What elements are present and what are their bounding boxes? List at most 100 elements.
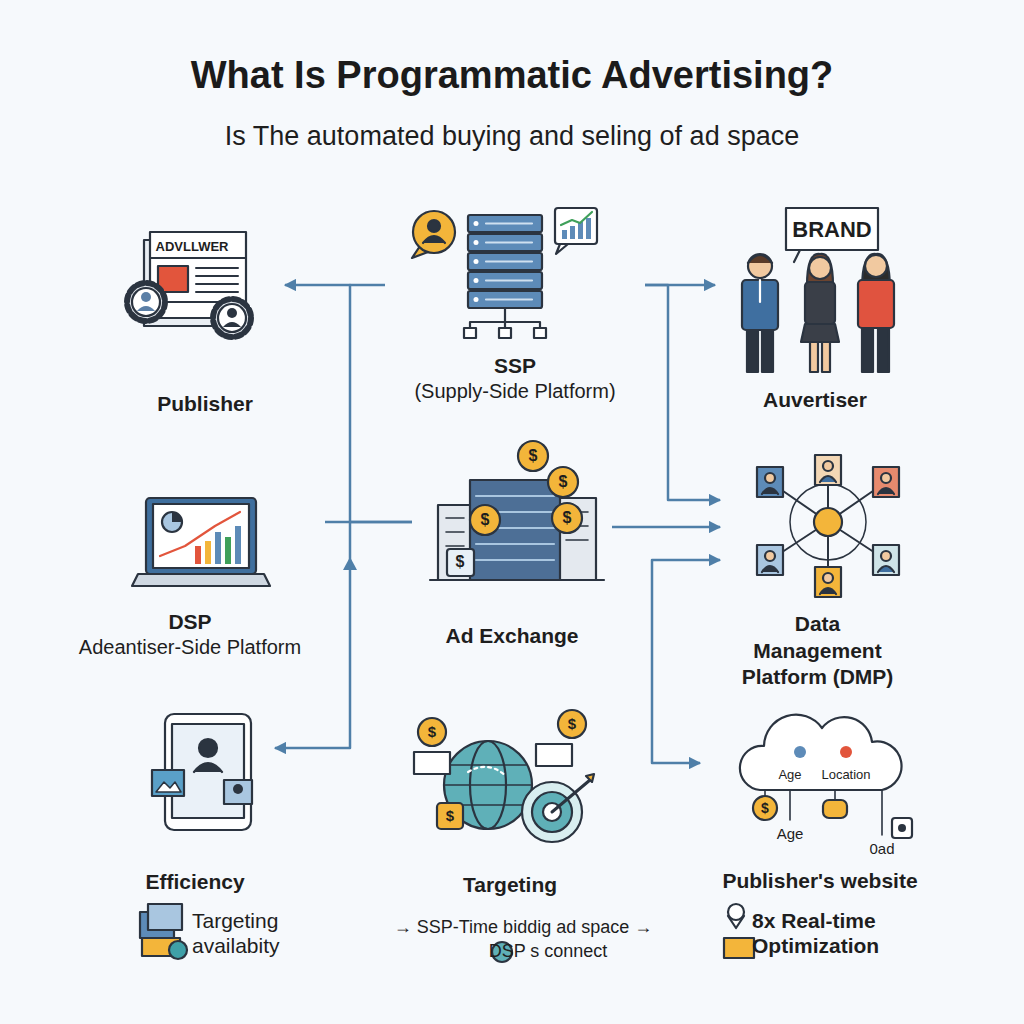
server-icon (474, 221, 479, 226)
server-icon (486, 224, 532, 300)
laptop-icon (153, 504, 249, 568)
server-icon (570, 226, 575, 239)
tablet-icon (224, 780, 252, 804)
newspaper-icon (141, 292, 151, 302)
globe-target-icon (437, 803, 463, 829)
node-label: Publisher's website (722, 868, 917, 894)
coin-symbol: $ (761, 800, 769, 817)
illustration (127, 208, 912, 962)
flow-arrow (275, 522, 412, 748)
flow-note: DSP s connect (489, 941, 608, 963)
laptop-icon (160, 512, 240, 556)
network-hub-icon (757, 455, 899, 597)
exchange-icon (430, 441, 604, 580)
laptop-icon (195, 546, 201, 564)
server-icon (578, 222, 583, 239)
newspaper-icon (227, 308, 237, 318)
network-hub-icon (878, 566, 894, 572)
icon-text: Age (777, 825, 804, 843)
server-icon (464, 328, 476, 338)
flow-note: → SSP-Time biddig ad space → (394, 917, 652, 939)
exchange-icon (518, 441, 548, 471)
masthead-text: ADVLLWER (156, 239, 229, 255)
cloud-text: Age (778, 767, 801, 783)
server-icon (561, 212, 592, 225)
laptop-icon (215, 532, 221, 564)
newspaper-icon (218, 304, 246, 332)
flow-arrow (285, 284, 385, 287)
network-hub-icon (881, 473, 891, 483)
globe-target-icon (444, 765, 532, 805)
network-hub-icon (770, 470, 886, 582)
node-label: Data Management Platform (DMP) (735, 611, 900, 690)
tablet-icon (152, 714, 252, 830)
tablet-icon (233, 784, 243, 794)
coin-symbol: $ (559, 472, 568, 491)
icon-node: Data Management Platform (DMP) (720, 455, 915, 690)
advertiser-people (742, 280, 778, 330)
optimization-icons (728, 904, 744, 920)
icon-node: Efficiency (115, 705, 275, 897)
newspaper-icon (213, 299, 251, 337)
network-hub-icon (815, 567, 841, 597)
globe-target-icon (586, 774, 594, 782)
laptop-icon (172, 512, 182, 522)
coin-symbol: $ (481, 510, 490, 529)
exchange-icon (470, 480, 560, 580)
advertiser-people (762, 330, 773, 372)
globe-target-icon (536, 744, 572, 766)
globe-target-icon (558, 710, 586, 738)
advertiser-people (748, 255, 772, 263)
globe-target-icon (414, 752, 450, 774)
node-sublabel: (Supply-Side Platform) (414, 379, 615, 404)
flow-arrow (645, 285, 720, 500)
exchange-icon (548, 467, 578, 497)
newspaper-icon (132, 288, 160, 316)
network-hub-icon (765, 551, 775, 561)
server-icon (423, 236, 445, 243)
advertiser-people (809, 257, 831, 279)
advertiser-people (878, 328, 889, 372)
globe-target-icon (468, 767, 506, 776)
laptop-icon (235, 526, 241, 564)
server-icon (474, 297, 479, 302)
globe-target-icon (418, 718, 446, 746)
laptop-icon (132, 498, 270, 586)
network-hub-icon (881, 551, 891, 561)
advertiser-people (865, 255, 887, 277)
server-icon (555, 208, 597, 244)
node-label: Efficiency (145, 869, 244, 895)
documents-icon (140, 904, 187, 959)
node-label: Ad Exchange (445, 623, 578, 649)
laptop-icon (225, 537, 231, 564)
server-icon (562, 230, 567, 239)
advertiser-people (862, 328, 873, 372)
globe-target-icon (552, 780, 590, 812)
node-label: Publisher (157, 391, 253, 417)
coin-symbol: $ (446, 807, 454, 825)
network-hub-icon (823, 573, 833, 583)
cloud-icon (740, 715, 902, 790)
network-hub-icon (762, 488, 778, 494)
advertiser-people (810, 342, 818, 372)
laptop-icon (205, 541, 211, 564)
icon-node: Ad Exchange (412, 435, 612, 650)
network-hub-icon (765, 473, 775, 483)
newspaper-icon (137, 306, 155, 311)
coin-symbol: $ (456, 552, 465, 571)
server-icon (586, 218, 591, 239)
optimization-icons (724, 938, 754, 958)
server-icon (413, 211, 455, 253)
coin-symbol: $ (563, 508, 572, 527)
connector-trunk (349, 285, 352, 522)
coin-symbol: $ (529, 446, 538, 465)
cloud-icon (892, 818, 912, 838)
advertiser-people (822, 342, 830, 372)
advertiser-people (759, 280, 761, 302)
newspaper-icon (127, 232, 251, 337)
node-label: Targeting (463, 872, 557, 898)
node-label: Auvertiser (763, 387, 867, 413)
newspaper-icon (150, 257, 246, 259)
icon-node: SSP(Supply-Side Platform) (385, 200, 645, 405)
